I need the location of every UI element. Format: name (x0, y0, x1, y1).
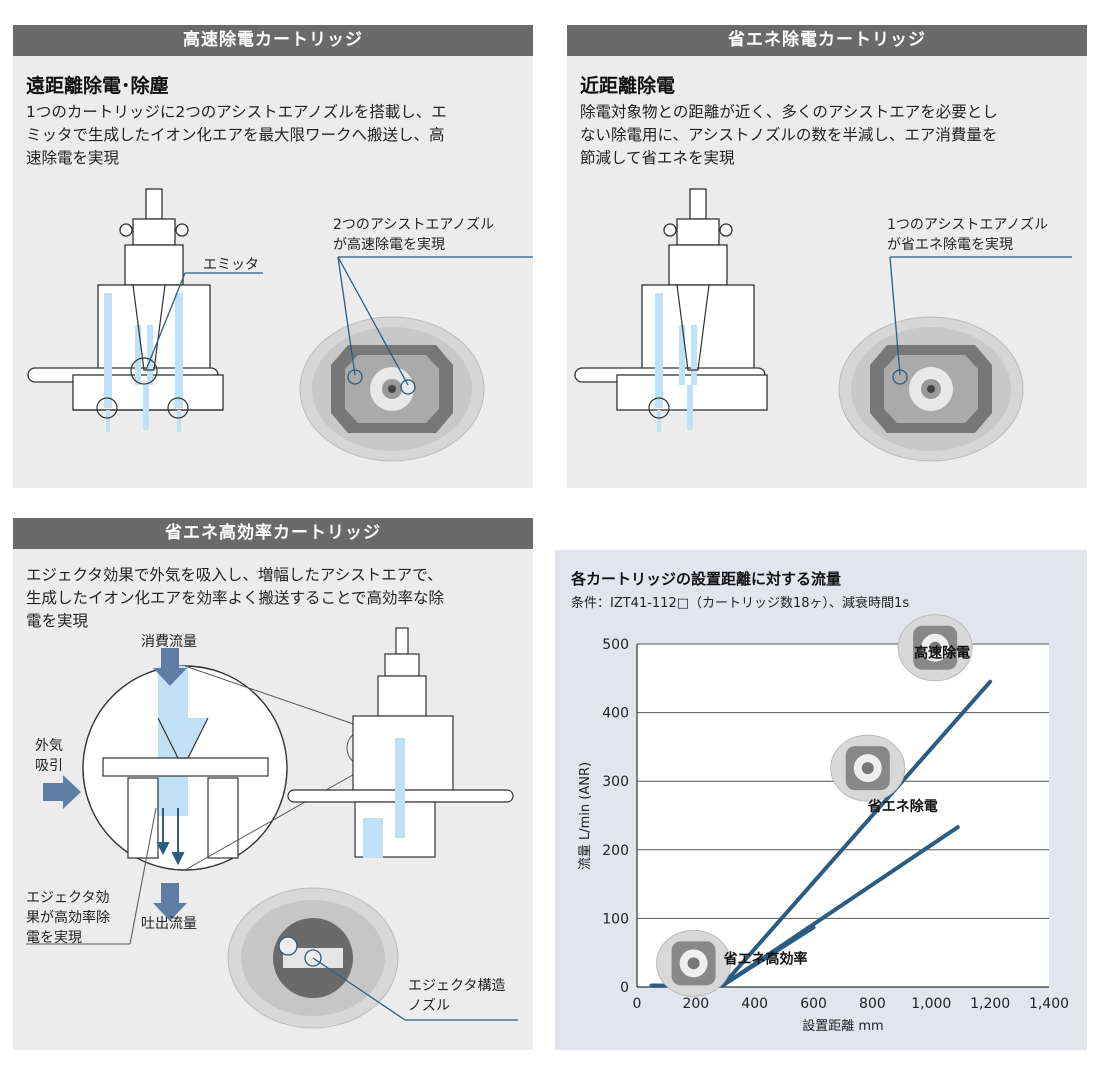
air-flow (104, 293, 183, 432)
label-consumption: 消費流量 (141, 634, 197, 650)
chart-condition: 条件：IZT41-112□（カートリッジ数18ヶ）、減衰時間1s (571, 596, 910, 611)
panel-description: 1つのカートリッジに2つのアシストエアノズルを搭載し、エ ミッタで生成したイオン… (26, 103, 447, 167)
cartridge-cross-section (574, 188, 768, 411)
panel-header: 高速除電カートリッジ (13, 25, 533, 56)
cartridge-cross-section (27, 188, 224, 411)
label-discharge: 吐出流量 (141, 916, 197, 932)
label-outside-air: 外気 吸引 (35, 738, 67, 774)
panel-energy-saving: 省エネ除電カートリッジ 近距離除電 除電対象物との距離が近く、多くのアシストエア… (567, 25, 1087, 488)
chart-title: 各カートリッジの設置距離に対する流量 (571, 570, 842, 588)
chart-panel: 各カートリッジの設置距離に対する流量 条件：IZT41-112□（カートリッジ数… (555, 550, 1087, 1050)
panel-description: エジェクタ効果で外気を吸入し、増幅したアシストエアで、 生成したイオン化エアを効… (26, 566, 445, 630)
panel-subtitle: 近距離除電 (580, 75, 676, 97)
air-flow (655, 293, 697, 432)
panel-description: 除電対象物との距離が近く、多くのアシストエアを必要とし ない除電用に、アシストノ… (580, 103, 998, 167)
panel-high-speed: 高速除電カートリッジ 遠距離除電･除塵 1つのカートリッジに2つのアシストエアノ… (13, 25, 533, 488)
label-assist-nozzle: 2つのアシストエアノズル が高速除電を実現 (333, 217, 499, 253)
high-efficiency-illustration: 消費流量 外気 吸引 吐出流量 エジェクタ効 果が高効率除 電を実現 (26, 627, 518, 1029)
energy-saving-illustration: 1つのアシストエアノズル が省エネ除電を実現 (574, 188, 1072, 462)
label-assist-nozzle: 1つのアシストエアノズル が省エネ除電を実現 (887, 217, 1053, 253)
panel-high-efficiency: 省エネ高効率カートリッジ エジェクタ効果で外気を吸入し、増幅したアシストエアで、… (13, 518, 533, 1050)
label-ejector-effect: エジェクタ効 果が高効率除 電を実現 (26, 890, 114, 946)
panel-header: 省エネ高効率カートリッジ (13, 518, 533, 549)
panel-header: 省エネ除電カートリッジ (567, 25, 1087, 56)
label-ejector-nozzle: エジェクタ構造 ノズル (408, 978, 510, 1014)
magnified-view (82, 665, 288, 871)
cartridge-front-view (299, 316, 485, 462)
high-speed-illustration: エミッタ 2つのアシストエアノズル が高速除電を実現 (27, 188, 533, 462)
cartridge-front-view (838, 316, 1024, 462)
panel-subtitle: 遠距離除電･除塵 (26, 75, 169, 97)
label-emitter: エミッタ (203, 257, 259, 273)
